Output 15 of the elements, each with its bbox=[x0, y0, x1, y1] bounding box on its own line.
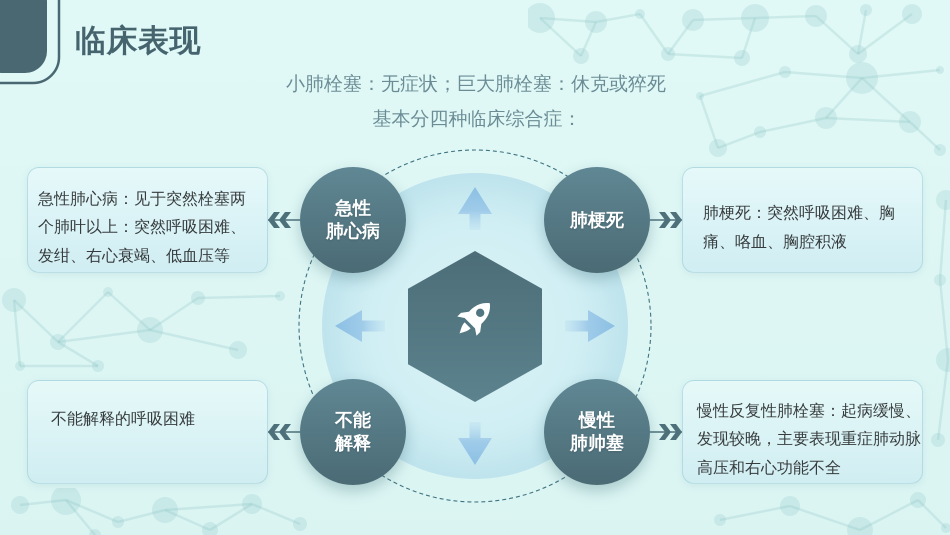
subtitle-text: 小肺栓塞：无症状；巨大肺栓塞：休克或猝死 bbox=[286, 72, 666, 96]
node-label: 肺梗死 bbox=[570, 208, 624, 232]
page-title: 临床表现 bbox=[75, 22, 201, 60]
description-text: 急性肺心病：见于突然栓塞两个肺叶以上：突然呼吸困难、发绀、右心衰竭、低血压等 bbox=[38, 188, 247, 267]
text-panel bbox=[682, 380, 923, 484]
subtitle-text: 基本分四种临床综合症： bbox=[372, 107, 582, 131]
description-text: 不能解释的呼吸困难 bbox=[51, 408, 196, 430]
description-text: 肺梗死：突然呼吸困难、胸痛、咯血、胸腔积液 bbox=[703, 202, 896, 252]
text-panel bbox=[682, 167, 923, 273]
node-label: 慢性肺帅塞 bbox=[570, 409, 624, 455]
node-label: 急性肺心病 bbox=[326, 197, 380, 243]
text-panel bbox=[27, 380, 268, 484]
description-text: 慢性反复性肺栓塞：起病缓慢、发现较晚，主要表现重症肺动脉高压和右心功能不全 bbox=[697, 400, 921, 479]
node-label: 不能解释 bbox=[335, 409, 371, 455]
text-panel bbox=[27, 167, 268, 273]
